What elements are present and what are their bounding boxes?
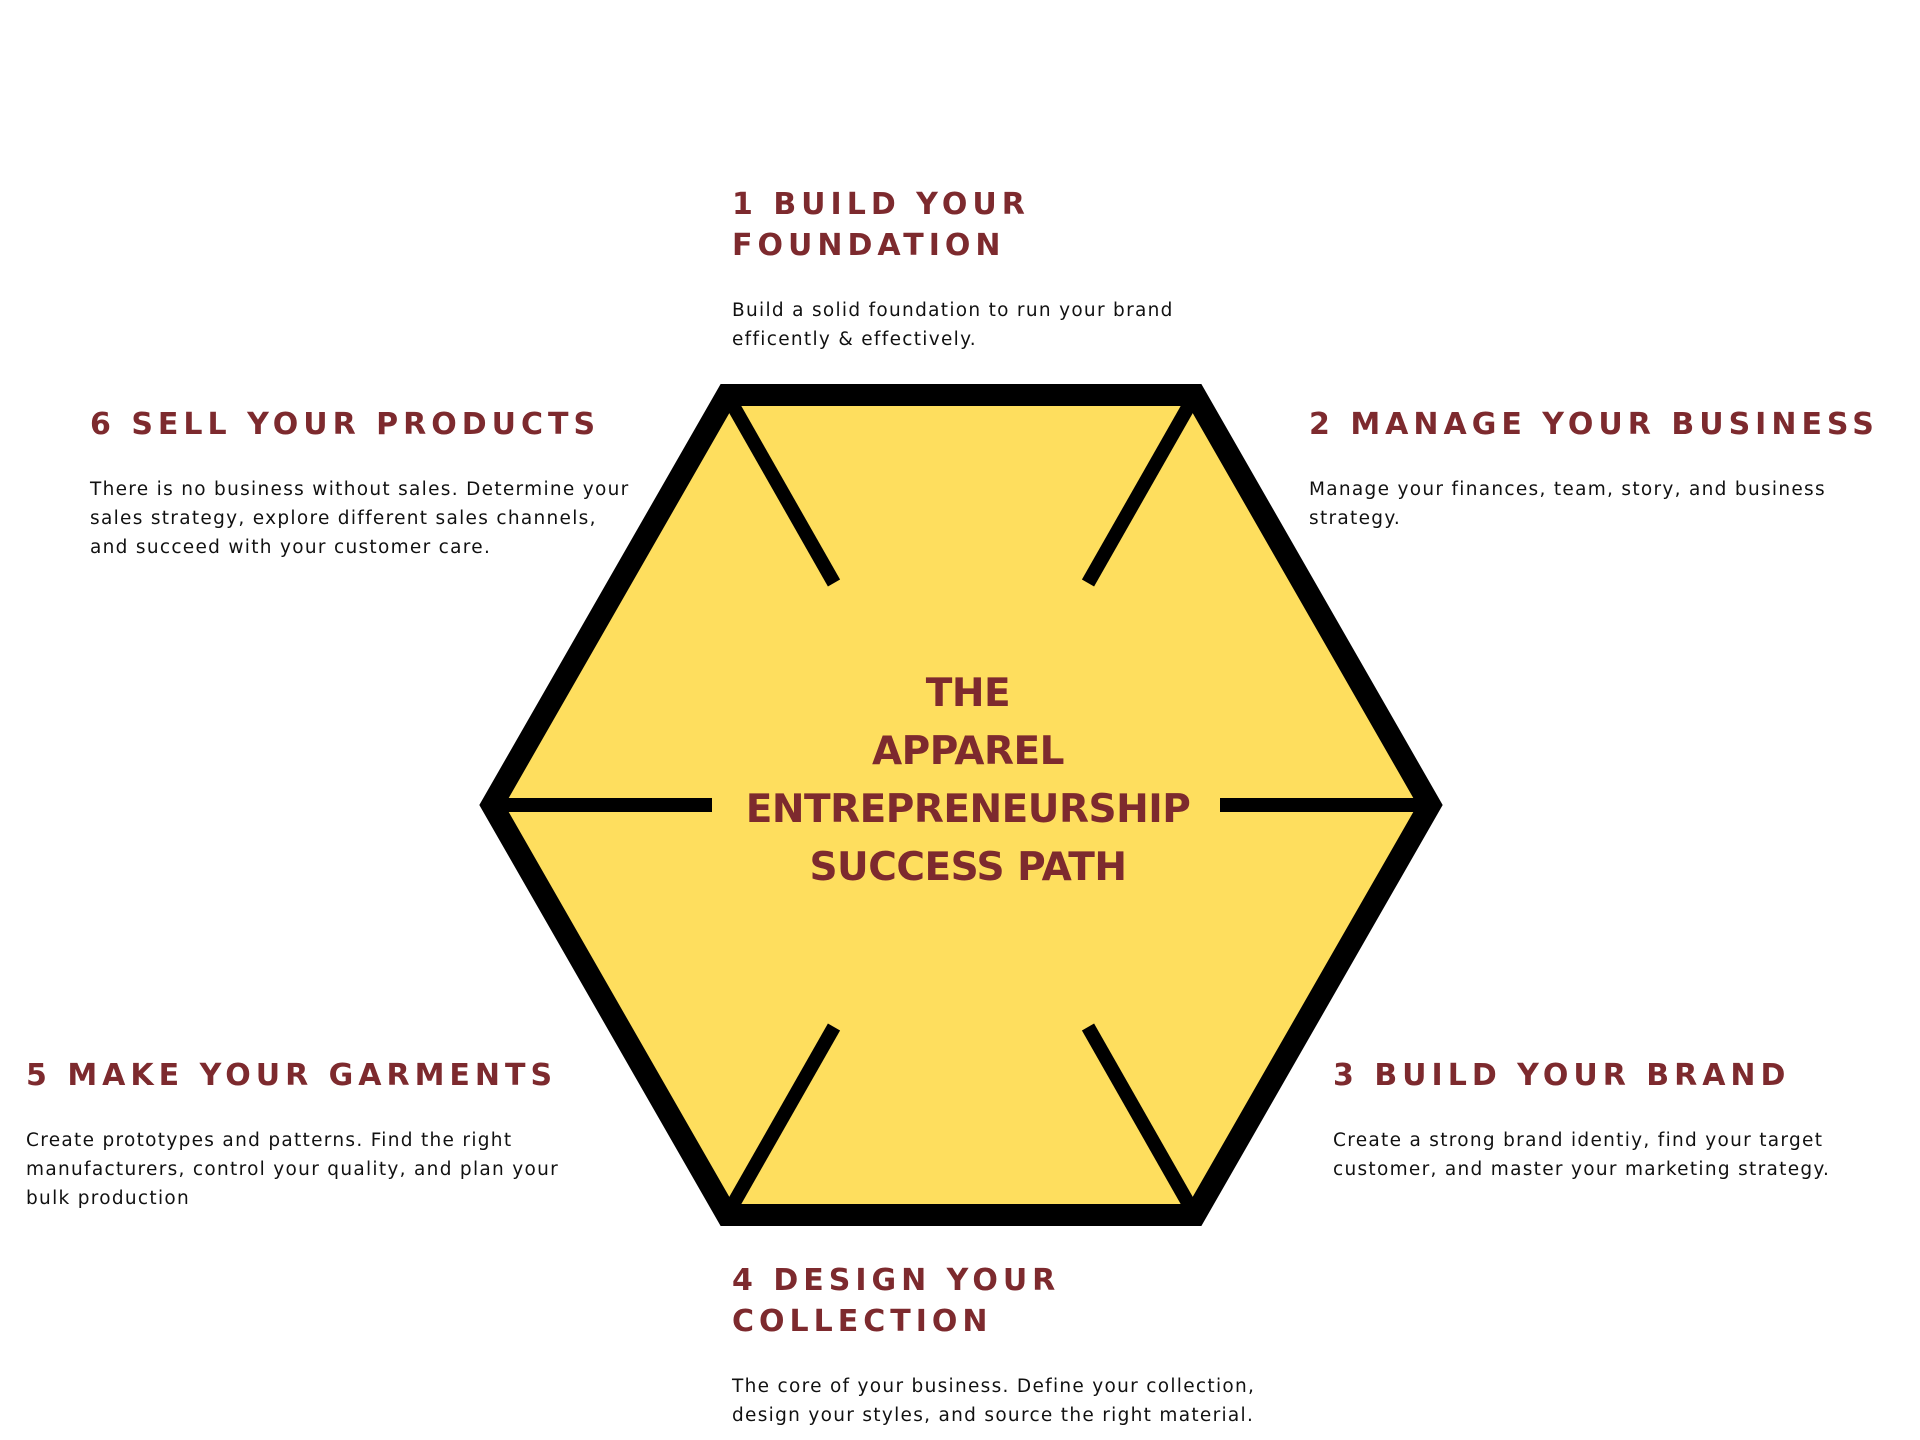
- step-description: Manage your finances, team, story, and b…: [1309, 479, 1826, 529]
- step-build-brand: 3 BUILD YOUR BRAND Create a strong brand…: [1333, 1055, 1893, 1184]
- step-description: Build a solid foundation to run your bra…: [732, 300, 1174, 350]
- step-description: Create prototypes and patterns. Find the…: [26, 1130, 560, 1209]
- step-manage-business: 2 MANAGE YOUR BUSINESS Manage your finan…: [1309, 404, 1909, 533]
- step-title: 1 BUILD YOUR FOUNDATION: [732, 187, 1030, 263]
- spoke-bottom-left: [720, 1023, 841, 1219]
- hexagon-spokes: [492, 391, 1430, 1219]
- center-title-line-3: ENTREPRENEURSHIP: [745, 787, 1191, 832]
- step-title: 3 BUILD YOUR BRAND: [1333, 1058, 1791, 1093]
- step-title: 5 MAKE YOUR GARMENTS: [26, 1058, 558, 1093]
- step-make-garments: 5 MAKE YOUR GARMENTS Create prototypes a…: [26, 1055, 586, 1213]
- step-description: There is no business without sales. Dete…: [90, 479, 630, 558]
- step-description: The core of your business. Define your c…: [732, 1376, 1256, 1426]
- step-title: 4 DESIGN YOUR COLLECTION: [732, 1263, 1061, 1339]
- step-design-collection: 4 DESIGN YOUR COLLECTION The core of you…: [732, 1260, 1312, 1430]
- center-title: THE APPAREL ENTREPRENEURSHIP SUCCESS PAT…: [718, 665, 1218, 897]
- center-title-line-1: THE: [925, 671, 1011, 716]
- step-description: Create a strong brand identiy, find your…: [1333, 1130, 1831, 1180]
- step-sell-products: 6 SELL YOUR PRODUCTS There is no busines…: [90, 404, 650, 562]
- center-title-line-4: SUCCESS PATH: [809, 845, 1127, 890]
- spoke-bottom-right: [1081, 1023, 1202, 1219]
- step-title: 2 MANAGE YOUR BUSINESS: [1309, 407, 1879, 442]
- spoke-top-right: [1081, 391, 1202, 587]
- step-title: 6 SELL YOUR PRODUCTS: [90, 407, 601, 442]
- step-build-foundation: 1 BUILD YOUR FOUNDATION Build a solid fo…: [732, 184, 1252, 354]
- center-title-line-2: APPAREL: [872, 729, 1064, 774]
- spoke-top-left: [720, 391, 841, 587]
